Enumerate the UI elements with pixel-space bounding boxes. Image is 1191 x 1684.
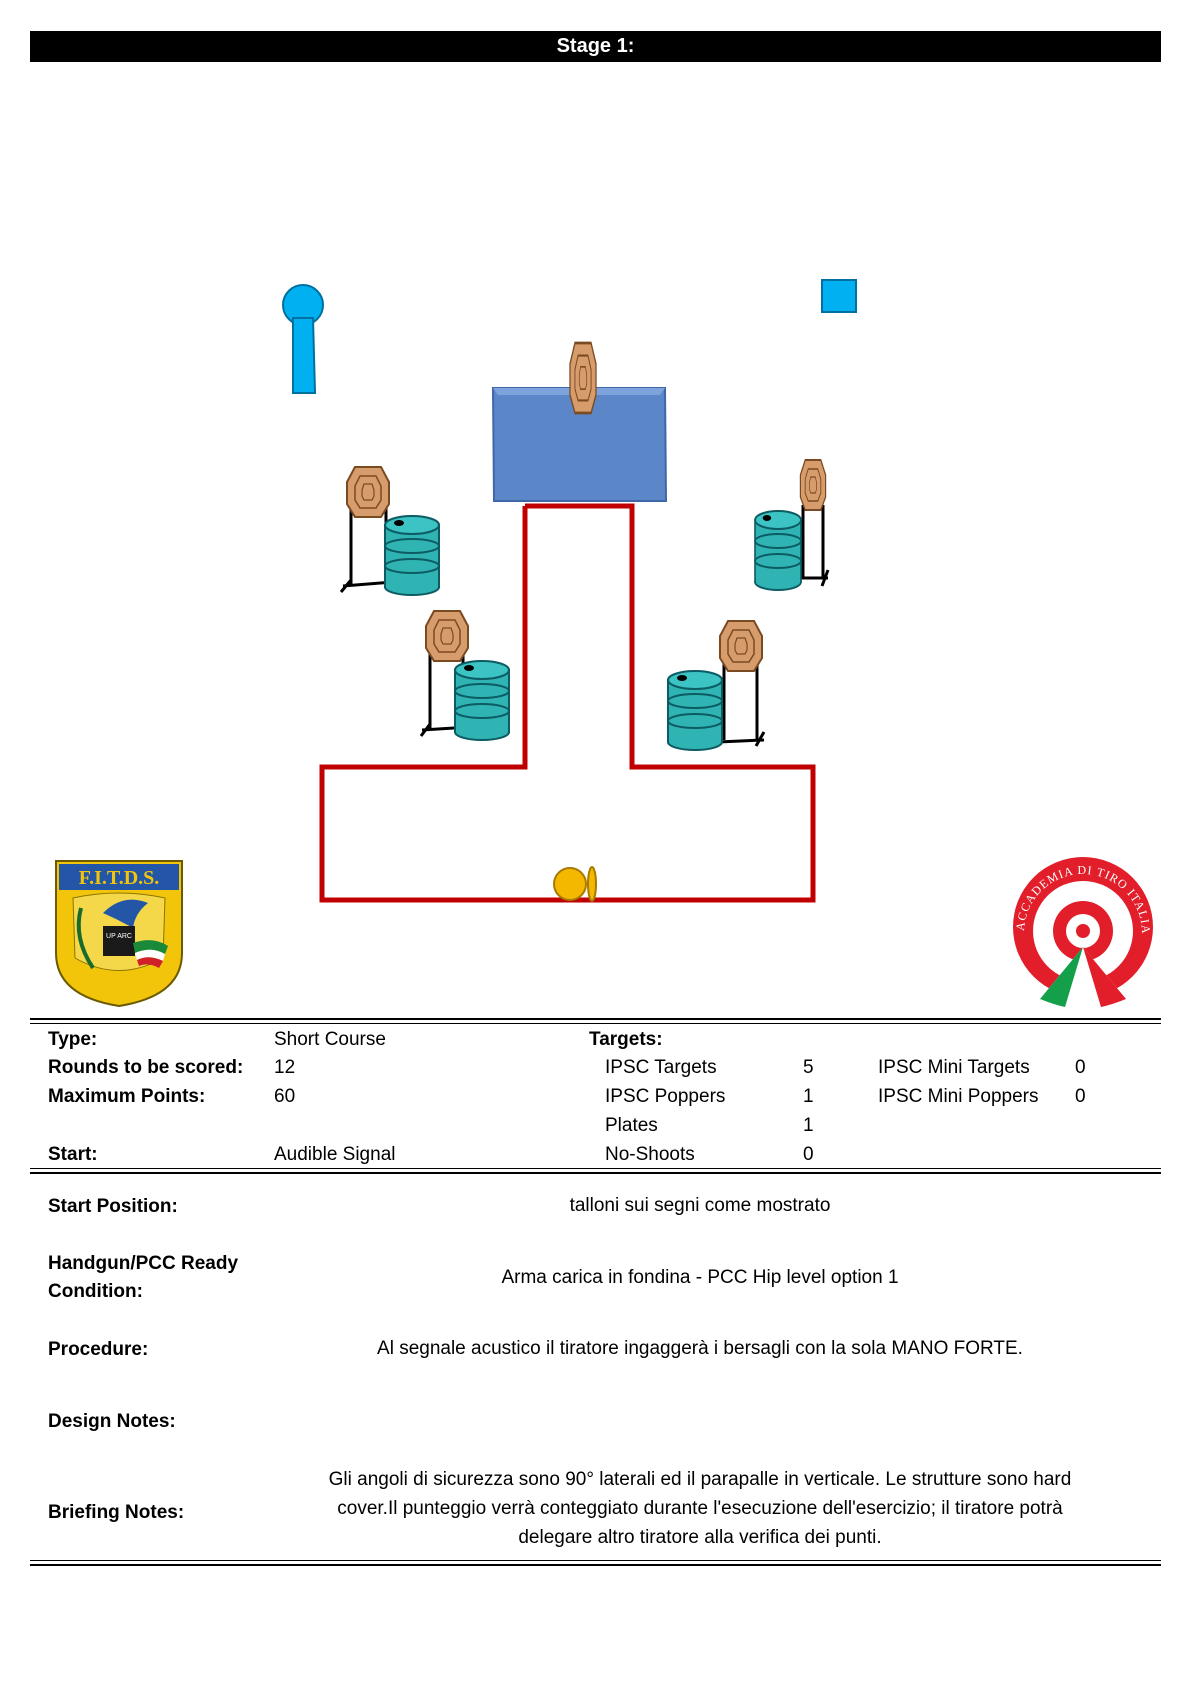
no-shoots-count-value: 0: [803, 1144, 814, 1165]
barrel-icon: [667, 670, 723, 751]
ready-condition-label-line-1: Handgun/PCC Ready: [48, 1253, 239, 1274]
ready-condition-label-line-2: Condition:: [48, 1281, 143, 1302]
mini-target-label: IPSC Mini Targets: [878, 1057, 1030, 1078]
procedure-label: Procedure:: [48, 1339, 149, 1360]
rounds-label: Rounds to be scored:: [48, 1057, 244, 1078]
mini-popper-label: IPSC Mini Poppers: [878, 1086, 1039, 1107]
start-position-label: Start Position:: [48, 1196, 178, 1217]
middle-double-rule-inner: [30, 1172, 1161, 1174]
target-icon: [799, 459, 827, 511]
barrel-icon: [754, 510, 802, 591]
type-value: Short Course: [274, 1029, 386, 1050]
max-points-value: 60: [274, 1086, 296, 1107]
barrel-icon: [384, 515, 440, 596]
rounds-value: 12: [274, 1057, 296, 1078]
plates-count-value: 1: [803, 1115, 814, 1136]
fitds-emblem-text: UP ARC: [106, 933, 132, 940]
mini-popper-value: 0: [1075, 1086, 1086, 1107]
plate-icon: [821, 279, 857, 313]
design-notes-label: Design Notes:: [48, 1411, 176, 1432]
ready-condition-value: Arma carica in fondina - PCC Hip level o…: [501, 1267, 899, 1288]
fitds-shield-logo-icon: F.I.T.D.S. UP ARC: [55, 860, 183, 1008]
stage-title-bar: Stage 1:: [30, 31, 1161, 62]
stage-title: Stage 1:: [556, 35, 635, 57]
briefing-notes-line-3: delegare altro tiratore alla verifica de…: [518, 1527, 882, 1548]
start-position-value: talloni sui segni come mostrato: [569, 1195, 831, 1216]
target-count-label: IPSC Targets: [605, 1057, 717, 1078]
top-double-rule: [30, 1018, 1161, 1020]
start-value: Audible Signal: [274, 1144, 396, 1165]
top-double-rule-inner: [30, 1023, 1161, 1024]
no-shoots-count-label: No-Shoots: [605, 1144, 695, 1165]
type-label: Type:: [48, 1029, 98, 1050]
target-stand-icon: [798, 505, 830, 587]
start-position-icon: [553, 866, 597, 902]
targets-label: Targets:: [589, 1029, 663, 1050]
accademia-target-logo-icon: ACCADEMIA DI TIRO ITALIANA: [1010, 847, 1153, 1007]
briefing-notes-line-1: Gli angoli di sicurezza sono 90° lateral…: [328, 1469, 1072, 1490]
stage-diagram: [282, 279, 857, 903]
popper-count-value: 1: [803, 1086, 814, 1107]
target-count-value: 5: [803, 1057, 814, 1078]
start-label: Start:: [48, 1144, 98, 1165]
briefing-notes-label: Briefing Notes:: [48, 1502, 185, 1523]
target-icon: [719, 620, 763, 672]
plates-count-label: Plates: [605, 1115, 658, 1136]
fault-line: [319, 503, 816, 903]
barrel-icon: [454, 660, 510, 741]
middle-double-rule: [30, 1168, 1161, 1169]
target-icon: [346, 466, 390, 518]
target-icon: [425, 610, 469, 662]
procedure-value: Al segnale acustico il tiratore ingagger…: [377, 1338, 1023, 1359]
bottom-double-rule: [30, 1560, 1161, 1561]
mini-target-value: 0: [1075, 1057, 1086, 1078]
popper-icon: [282, 284, 324, 394]
bottom-double-rule-inner: [30, 1564, 1161, 1566]
max-points-label: Maximum Points:: [48, 1086, 206, 1107]
target-icon: [568, 341, 598, 415]
fitds-logo-text: F.I.T.D.S.: [79, 867, 160, 889]
popper-count-label: IPSC Poppers: [605, 1086, 726, 1107]
briefing-notes-line-2: cover.Il punteggio verrà conteggiato dur…: [337, 1498, 1063, 1519]
